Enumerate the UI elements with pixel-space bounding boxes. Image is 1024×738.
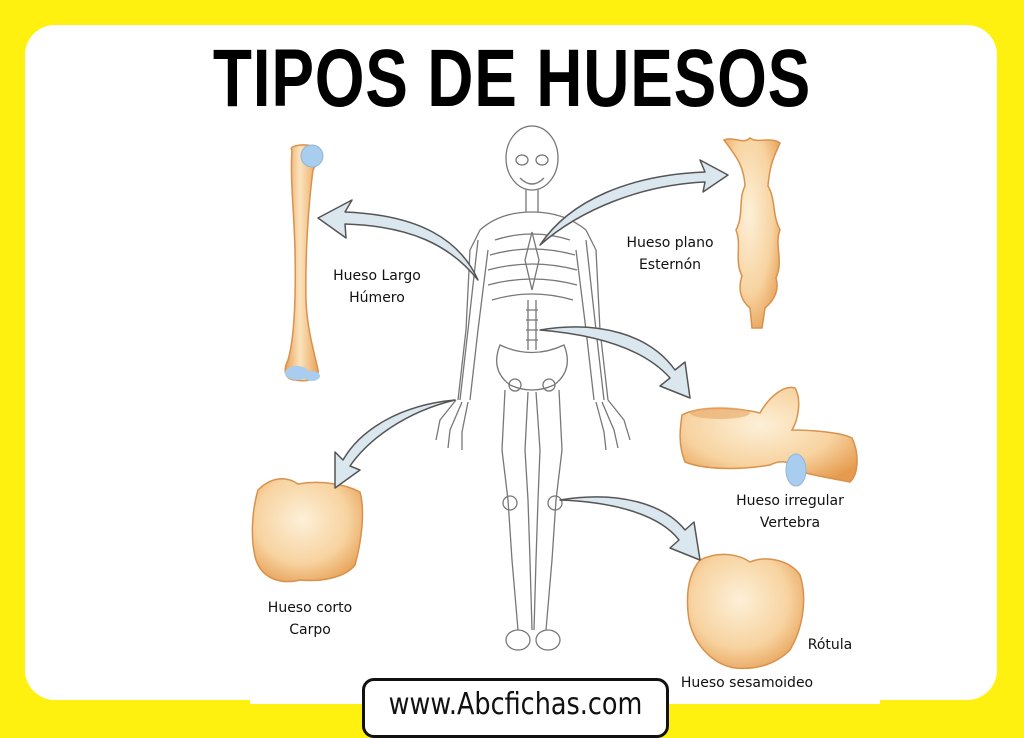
arrow-to-sternum-icon (539, 159, 729, 246)
bone-type-label: Hueso plano (626, 235, 714, 251)
website-link[interactable]: www.Abcfichas.com (388, 687, 643, 722)
bone-example-label: Vertebra (759, 515, 821, 531)
arrow-to-vertebra-icon (539, 326, 691, 399)
bone-type-label: Hueso corto (267, 600, 353, 616)
label-short-bone: Hueso corto Carpo (255, 597, 365, 641)
bone-type-label: Hueso sesamoideo (680, 675, 814, 691)
bone-type-label: Hueso Largo (333, 268, 421, 284)
bone-example-label: Esternón (638, 257, 702, 273)
vertebra-bone-icon (679, 386, 858, 487)
patella-bone-icon (686, 553, 805, 670)
label-long-bone: Hueso Largo Húmero (322, 265, 432, 309)
label-flat-bone: Hueso plano Esternón (610, 232, 730, 276)
sternum-bone-icon (722, 137, 781, 329)
bone-example-label: Rótula (807, 637, 853, 653)
bone-example-label: Húmero (349, 290, 405, 306)
skeleton-icon (435, 125, 631, 651)
arrow-to-humerus-icon (317, 199, 479, 281)
label-sesamoid-bone: Hueso sesamoideo (672, 672, 822, 694)
page-title: TIPOS DE HUESOS (212, 33, 812, 124)
arrow-to-carpal-icon (334, 399, 456, 489)
content-card (25, 25, 997, 700)
carpal-bone-icon (251, 478, 364, 583)
arrow-to-patella-icon (559, 496, 701, 561)
website-badge[interactable]: www.Abcfichas.com (362, 678, 669, 738)
humerus-bone-icon (284, 144, 324, 382)
label-irregular-bone: Hueso irregular Vertebra (715, 490, 865, 534)
bone-example-label: Carpo (289, 622, 331, 638)
label-patella: Rótula (790, 634, 870, 656)
bone-type-label: Hueso irregular (736, 493, 844, 509)
arrows-group (317, 159, 729, 561)
